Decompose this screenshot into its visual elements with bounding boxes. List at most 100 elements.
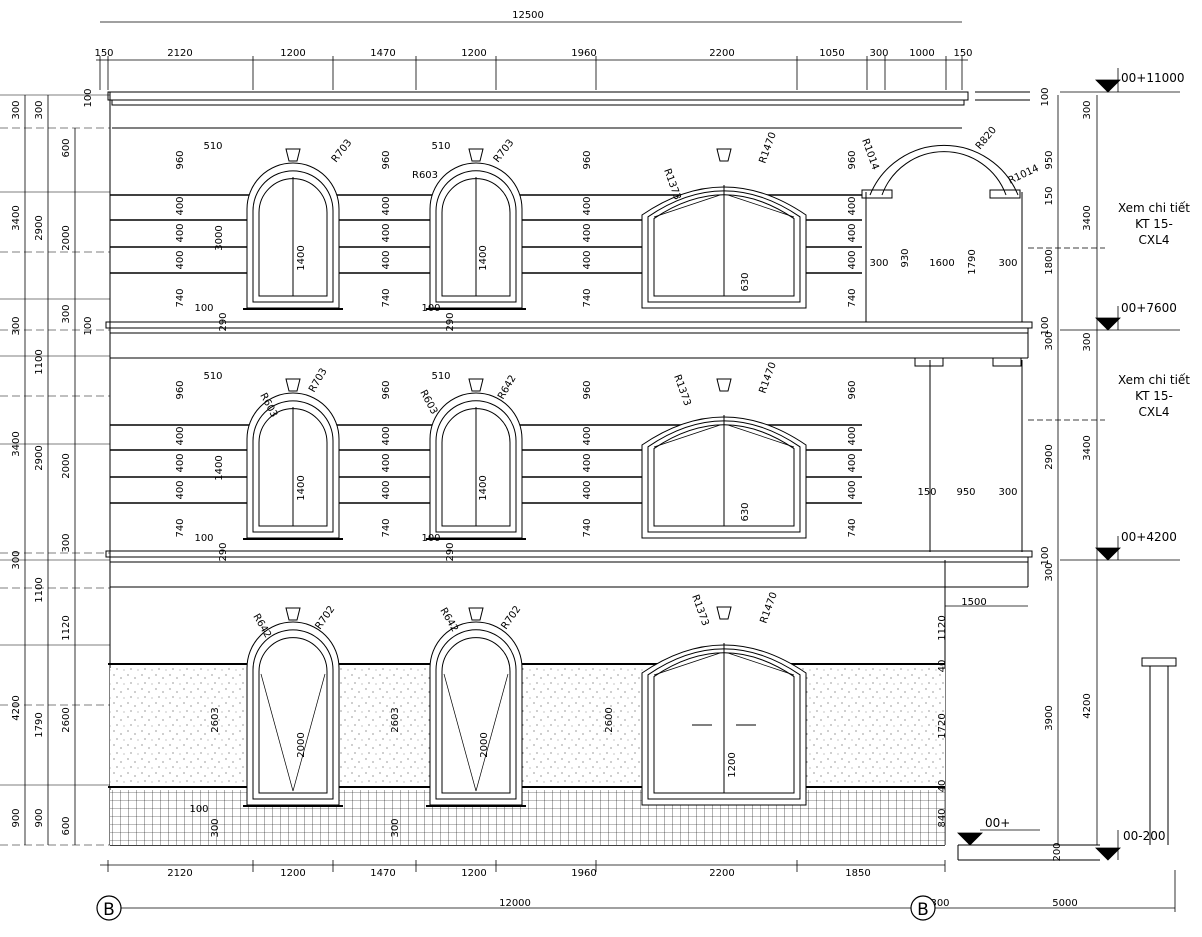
band-2-d: 400: [381, 250, 392, 269]
porch-upper-1600: 1600: [929, 258, 954, 269]
porch-capital-2: [989, 189, 1021, 199]
radius-10: R703: [307, 366, 330, 394]
right-inner-10: 3900: [1044, 705, 1055, 730]
right-inner-8: 100: [1040, 546, 1051, 565]
band-5-b: 400: [175, 426, 186, 445]
detail-2603-b: 2603: [390, 707, 401, 732]
band-6-e: 740: [381, 518, 392, 537]
band-5-c: 400: [175, 453, 186, 472]
band-1-d: 400: [175, 250, 186, 269]
level-label-0: 00+: [985, 816, 1010, 830]
band-4-d: 400: [847, 250, 858, 269]
ground-right-40-a: 40: [937, 660, 948, 673]
band-5-d: 400: [175, 480, 186, 499]
detail-100-a: 100: [194, 303, 213, 314]
band-8-a: 960: [847, 380, 858, 399]
band-1-c: 400: [175, 223, 186, 242]
right-inner-3: 150: [1044, 186, 1055, 205]
detail-300-b: 300: [390, 818, 401, 837]
ground-plinth: [110, 790, 945, 845]
radius-4: R1373: [661, 167, 682, 201]
window-f2-1-frame-1: [252, 400, 334, 533]
window-f1-1-frame-1: [252, 629, 334, 800]
band-7-a: 960: [582, 380, 593, 399]
bottom-dim-2: 1200: [280, 868, 305, 879]
band-7-e: 740: [582, 518, 593, 537]
porch-dimension-texts: 300 930 1600 1790 300 150 950 300 1500 1…: [869, 248, 1017, 827]
window-f1-3-frame-2: [653, 652, 795, 794]
right-inner-11: 200: [1052, 842, 1063, 861]
left-outer-4: 3400: [11, 431, 22, 456]
ground-right-1120: 1120: [937, 615, 948, 640]
right-inner-6: 300: [1044, 331, 1055, 350]
radius-3: R703: [492, 138, 517, 165]
bottom-dim-7: 1850: [845, 868, 870, 879]
window-f3-2-frame-2: [441, 178, 511, 297]
floor-cornice-band-1: [109, 327, 1029, 334]
band-3-b: 400: [582, 196, 593, 215]
right-dimension-texts: 100 950 150 1800 100 300 2900 100 300 39…: [1040, 87, 1093, 861]
band-4-c: 400: [847, 223, 858, 242]
ground-right-40-b: 40: [937, 780, 948, 793]
right-inner-9: 300: [1044, 562, 1055, 581]
level-triangle-1: [1095, 317, 1121, 331]
window-f3-1-frame-1: [252, 170, 334, 303]
window-f2-3-muntin-1: [653, 424, 721, 448]
overall-bottom-dimension: 12000: [499, 898, 531, 909]
porch-upper-930: 930: [900, 248, 911, 267]
top-dim-4: 1470: [370, 48, 395, 59]
band-8-d: 400: [847, 480, 858, 499]
window-f2-3-keystone: [716, 378, 732, 392]
window-height-8: 2000: [479, 732, 490, 757]
left-outer-2: 3400: [11, 205, 22, 230]
top-dim-9: 300: [869, 48, 888, 59]
right-outer-3: 300: [1082, 332, 1093, 351]
top-dimension-texts: 12500 150 2120 1200 1470 1200 1960 2200 …: [94, 10, 972, 59]
window-f1-2-frame-0: [429, 621, 523, 806]
band-3-e: 740: [582, 288, 593, 307]
detail-100-b: 100: [421, 303, 440, 314]
porch-lower-950: 950: [956, 487, 975, 498]
window-height-7: 2000: [296, 732, 307, 757]
note-1-line-1: Xem chi tiết: [1118, 201, 1190, 215]
top-dim-7: 2200: [709, 48, 734, 59]
porch-lower-300: 300: [998, 487, 1017, 498]
band-8-c: 400: [847, 453, 858, 472]
right-inner-1: 100: [1040, 87, 1051, 106]
window-f3-3-muntin-1: [653, 194, 721, 218]
bottom-dim-3: 1470: [370, 868, 395, 879]
window-sill-1400: 1400: [214, 455, 225, 480]
left-inner-5: 2600: [61, 707, 72, 732]
note-2-line-1: Xem chi tiết: [1118, 373, 1190, 387]
level-label-4200: 00+4200: [1121, 530, 1177, 544]
radius-texts: R703 R603 R703 R1373 R1470 R1014 R820 R1…: [250, 125, 1040, 640]
detail-notes: Xem chi tiết KT 15- CXL4 Xem chi tiết KT…: [1118, 201, 1190, 419]
window-f3-3-muntin-2: [727, 194, 795, 218]
porch-capital-1: [861, 189, 893, 199]
axis-label-right: B: [917, 900, 929, 920]
note-2-line-2: KT 15-: [1135, 389, 1173, 403]
floor-cornice-2: [105, 550, 1033, 558]
left-mid-5: 1100: [34, 577, 45, 602]
left-mid-3: 1100: [34, 349, 45, 374]
window-f2-2-frame-1: [435, 400, 517, 533]
top-dim-5: 1200: [461, 48, 486, 59]
left-outer-7: 900: [11, 808, 22, 827]
radius-8: R1014: [1007, 163, 1041, 187]
axis-circle-left: [96, 895, 122, 921]
window-height-1: 1400: [296, 245, 307, 270]
detail-2603-a: 2603: [210, 707, 221, 732]
level-triangle-0: [1095, 79, 1121, 93]
radius-15: R642: [250, 612, 273, 640]
band-5-e: 740: [175, 518, 186, 537]
radius-7: R820: [974, 125, 999, 152]
window-f3-2-keystone: [468, 148, 484, 162]
band-7-b: 400: [582, 426, 593, 445]
left-inner2-2: 300: [61, 304, 72, 323]
window-f1-2-diag-2: [475, 673, 509, 792]
porch-upper-300-a: 300: [869, 258, 888, 269]
window-f3-3-keystone: [716, 148, 732, 162]
radius-18: R702: [499, 604, 523, 632]
radius-20: R1470: [758, 591, 779, 625]
right-outer-1: 300: [1082, 100, 1093, 119]
